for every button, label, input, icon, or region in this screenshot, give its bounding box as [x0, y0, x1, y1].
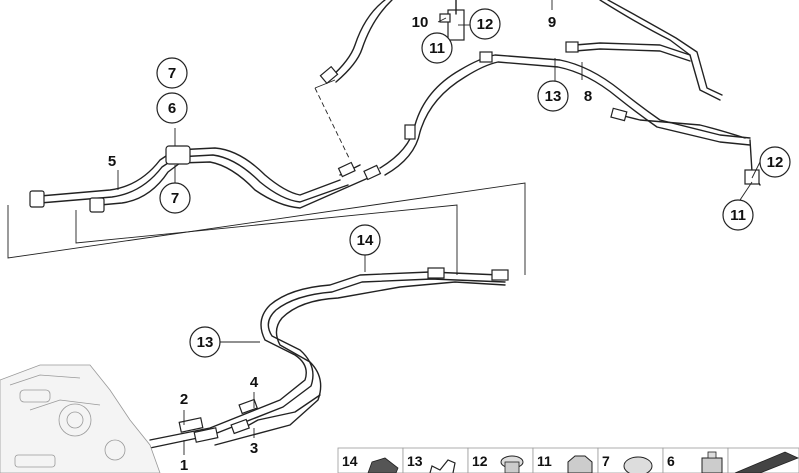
- fitting-top-2: [565, 41, 579, 53]
- pipe-assembly-14: [149, 267, 509, 449]
- svg-text:14: 14: [342, 453, 358, 469]
- svg-text:6: 6: [168, 100, 176, 117]
- legend-cell-7: 7: [597, 447, 664, 473]
- callout-3: 3: [250, 440, 258, 457]
- svg-text:12: 12: [767, 154, 784, 171]
- callout-9: 9: [548, 14, 556, 31]
- legend-cell-strip: [727, 447, 799, 473]
- callout-8: 8: [584, 88, 592, 105]
- callout-11-right: 11: [722, 199, 754, 231]
- callout-11-top: 11: [421, 32, 453, 64]
- callout-12-top: 12: [469, 8, 501, 40]
- svg-text:13: 13: [407, 453, 423, 469]
- callout-12-right: 12: [759, 146, 791, 178]
- callout-6: 6: [156, 92, 188, 124]
- svg-text:6: 6: [667, 453, 675, 469]
- fitting-mid-2: [363, 164, 382, 181]
- fitting-lower-4: [193, 427, 219, 443]
- svg-text:11: 11: [429, 40, 445, 57]
- callout-1: 1: [180, 457, 188, 473]
- pipe-assembly-8: [379, 51, 761, 186]
- callout-10: 10: [412, 14, 429, 31]
- callout-13-top: 13: [537, 80, 569, 112]
- svg-text:13: 13: [545, 88, 562, 105]
- svg-text:7: 7: [168, 65, 176, 82]
- fitting-left-2: [89, 197, 105, 213]
- legend-cell-14: 14: [337, 447, 404, 473]
- reference-frame: [7, 79, 526, 275]
- fitting-lower-3: [178, 417, 204, 433]
- legend-cell-12: 12: [467, 447, 534, 473]
- callout-5: 5: [108, 153, 116, 170]
- pipe-assembly-9: [319, 0, 723, 101]
- svg-text:13: 13: [197, 334, 214, 351]
- fitting-upper-2: [479, 51, 493, 63]
- svg-text:14: 14: [357, 232, 374, 249]
- fitting-top-1: [319, 65, 339, 85]
- fitting-mid-1: [337, 161, 356, 178]
- callout-7-bottom: 7: [159, 182, 191, 214]
- legend-cell-13: 13: [402, 447, 469, 473]
- svg-text:11: 11: [537, 453, 552, 469]
- fitting-lower-1: [427, 267, 445, 279]
- callout-13-bottom: 13: [189, 326, 221, 358]
- leader-lines: [117, 0, 761, 455]
- fitting-left-1: [29, 190, 45, 208]
- engine-block-ghost: [0, 364, 161, 473]
- svg-text:12: 12: [472, 453, 488, 469]
- svg-text:7: 7: [602, 453, 610, 469]
- pipe-assembly-5: [29, 145, 382, 213]
- callout-7-top: 7: [156, 57, 188, 89]
- clip-holder-6: [165, 145, 191, 165]
- parts-legend: 14 13 12 11 7 6: [337, 447, 799, 473]
- callout-4: 4: [250, 374, 259, 391]
- svg-text:11: 11: [730, 207, 746, 224]
- fitting-lower-2: [491, 269, 509, 281]
- svg-text:7: 7: [171, 190, 179, 207]
- legend-cell-11: 11: [532, 447, 599, 473]
- callout-2: 2: [180, 391, 188, 408]
- svg-text:12: 12: [477, 16, 494, 33]
- fitting-upper-1: [404, 124, 416, 140]
- legend-cell-6: 6: [662, 447, 729, 473]
- callout-14: 14: [349, 224, 381, 256]
- fitting-upper-3: [610, 107, 628, 122]
- fitting-lower-6: [238, 398, 258, 415]
- fitting-lower-5: [230, 418, 250, 435]
